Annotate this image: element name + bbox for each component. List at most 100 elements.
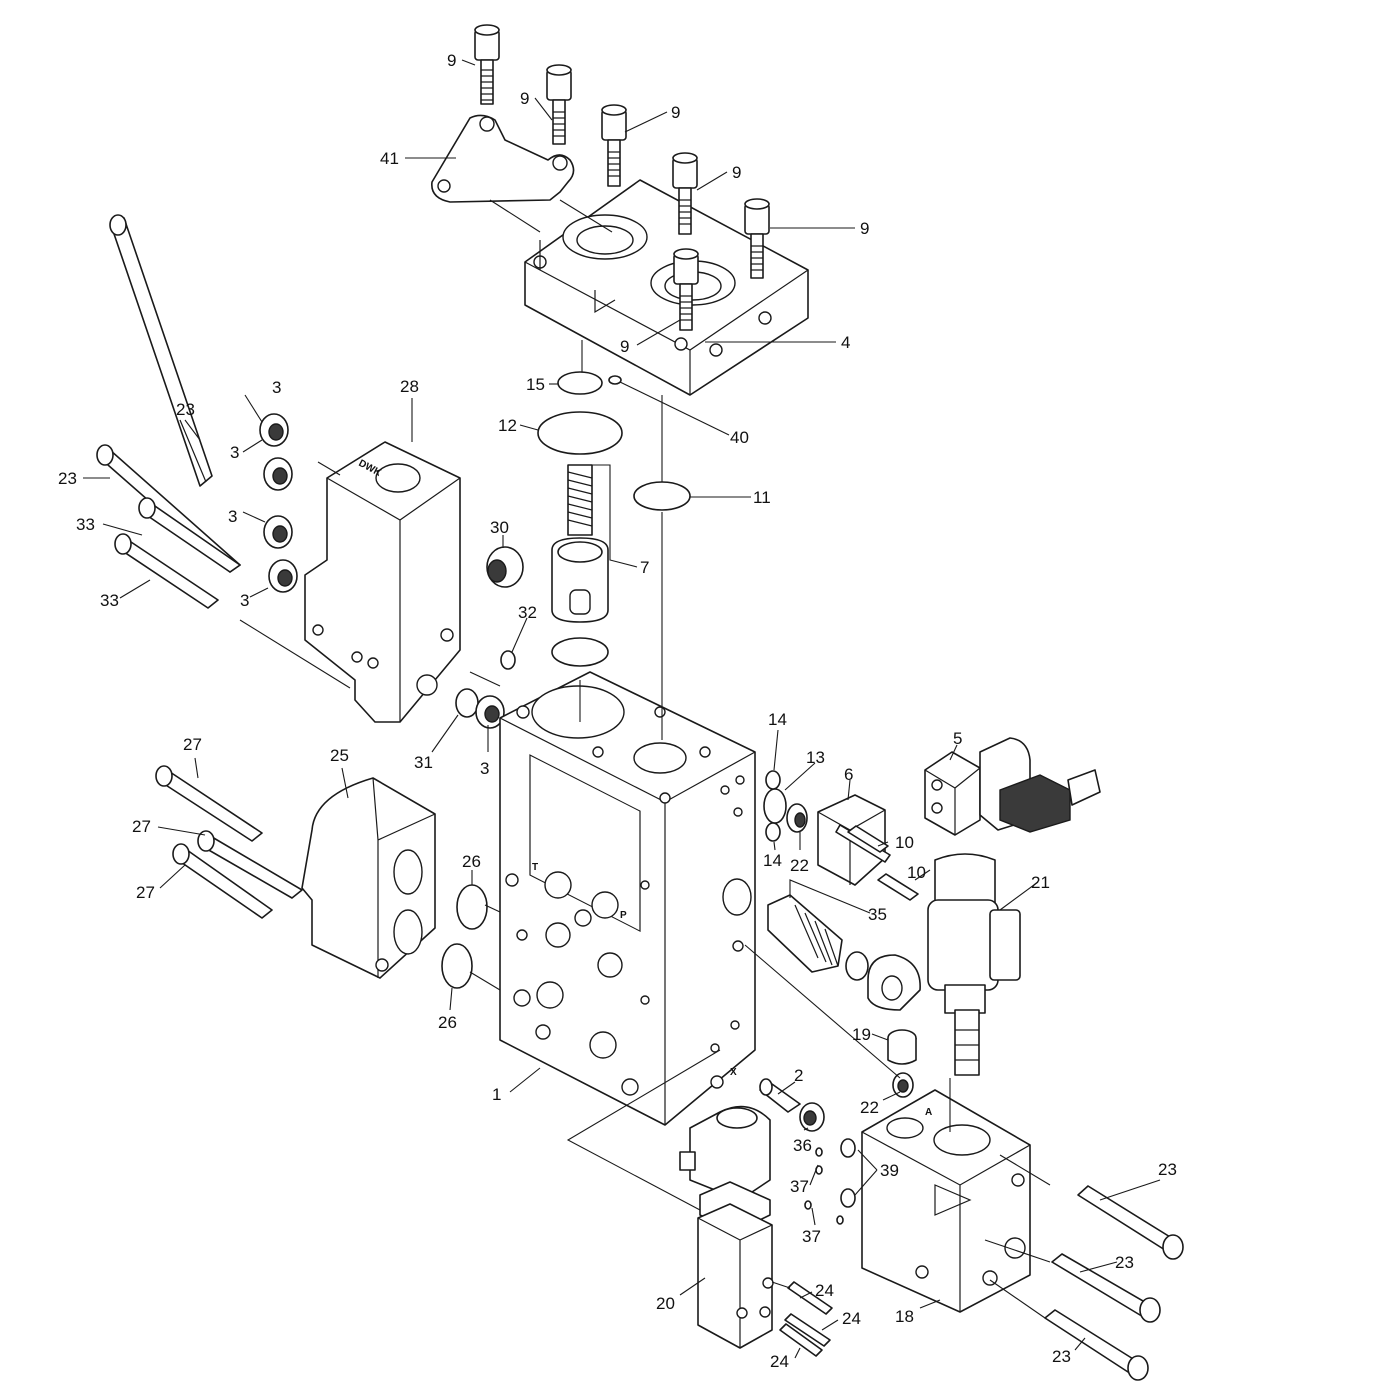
- plug-36: [799, 1102, 825, 1132]
- cartridge-valve-7: [551, 464, 609, 667]
- callout-32: 32: [518, 603, 537, 622]
- screw-24c: [779, 1323, 823, 1357]
- solenoid-valve-5: [924, 737, 1101, 836]
- callout-37b: 37: [802, 1227, 821, 1246]
- sandwich-plate-6: [817, 794, 891, 886]
- callout-35: 35: [868, 905, 887, 924]
- end-cap-25: [301, 777, 436, 979]
- callout-12: 12: [498, 416, 517, 435]
- cover-plate-4: [524, 179, 809, 396]
- callout-14a: 14: [768, 710, 787, 729]
- o-ring-37c: [804, 1200, 812, 1210]
- plug-19: [887, 1029, 917, 1065]
- callout-19: 19: [852, 1025, 871, 1044]
- valve-block-1: T P X: [499, 671, 756, 1126]
- callout-2: 2: [794, 1066, 803, 1085]
- callout-9c: 9: [671, 103, 680, 122]
- callout-27c: 27: [136, 883, 155, 902]
- o-ring-39a: [840, 1138, 856, 1158]
- screw-24b: [784, 1313, 831, 1347]
- callout-6: 6: [844, 765, 853, 784]
- cap-screw-9f: [673, 248, 699, 331]
- bolt-23c: [1077, 1185, 1184, 1260]
- plug-22a: [786, 803, 808, 833]
- callout-39: 39: [880, 1161, 899, 1180]
- callout-14b: 14: [763, 851, 782, 870]
- callout-9d: 9: [732, 163, 741, 182]
- bolt-27b: [197, 830, 303, 899]
- callout-27b: 27: [132, 817, 151, 836]
- bolt-27a: [155, 765, 263, 842]
- o-ring-11: [633, 481, 691, 511]
- callout-24c: 24: [770, 1352, 789, 1371]
- port-p-mark: P: [620, 910, 627, 921]
- callout-9e: 9: [860, 219, 869, 238]
- callout-37a: 37: [790, 1177, 809, 1196]
- callout-28: 28: [400, 377, 419, 396]
- plug-30: [486, 546, 524, 588]
- o-ring-14b: [765, 822, 781, 842]
- cap-screw-9b: [546, 64, 572, 145]
- callout-23b: 23: [58, 469, 77, 488]
- callout-25: 25: [330, 746, 349, 765]
- callout-5: 5: [953, 729, 962, 748]
- callout-22b: 22: [860, 1098, 879, 1117]
- callout-30: 30: [490, 518, 509, 537]
- callout-9a: 9: [447, 51, 456, 70]
- cap-screw-9c: [601, 104, 627, 187]
- bolt-23a: [109, 214, 213, 487]
- callout-11: 11: [753, 488, 771, 507]
- callout-13: 13: [806, 748, 825, 767]
- check-valve-2: [759, 1078, 801, 1113]
- callout-labels: 9 9 9 9 9 9 41 4 15 40 12 11 7 28 3 3 3 …: [58, 51, 1177, 1371]
- callout-26b: 26: [438, 1013, 457, 1032]
- bracket-41: [431, 114, 575, 203]
- callout-36: 36: [793, 1136, 812, 1155]
- o-ring-14a: [765, 770, 781, 790]
- callout-24b: 24: [842, 1309, 861, 1328]
- screw-10b: [877, 873, 919, 901]
- plug-3d: [268, 559, 298, 593]
- callout-4: 4: [841, 333, 850, 352]
- callout-23c: 23: [1158, 1160, 1177, 1179]
- bolt-33b: [114, 533, 219, 609]
- callout-1: 1: [492, 1085, 501, 1104]
- cap-screw-9e: [744, 198, 770, 279]
- cap-screw-9d: [672, 152, 698, 235]
- o-ring-26b: [441, 943, 473, 989]
- o-ring-15: [557, 371, 603, 395]
- callout-40: 40: [730, 428, 749, 447]
- plug-3b: [263, 457, 293, 491]
- port-t-mark: T: [532, 862, 538, 873]
- callout-3e: 3: [480, 759, 489, 778]
- callout-7: 7: [640, 558, 649, 577]
- valve-block-18: A: [861, 1089, 1031, 1313]
- callout-33b: 33: [100, 591, 119, 610]
- screw-24a: [787, 1281, 833, 1315]
- o-ring-13: [763, 788, 787, 824]
- callout-10b: 10: [907, 863, 926, 882]
- port-a-mark: A: [925, 1107, 932, 1118]
- callout-22a: 22: [790, 856, 809, 875]
- o-ring-31: [455, 688, 479, 718]
- o-ring-26a: [456, 884, 488, 930]
- callout-20: 20: [656, 1294, 675, 1313]
- solenoid-body-28: DWK: [304, 441, 461, 723]
- callout-15: 15: [526, 375, 545, 394]
- plug-22b: [892, 1072, 914, 1098]
- bolt-23d: [1051, 1253, 1161, 1323]
- cap-screw-9a: [474, 24, 500, 105]
- o-ring-32: [500, 650, 516, 670]
- callout-41: 41: [380, 149, 399, 168]
- callout-3c: 3: [228, 507, 237, 526]
- callout-3d: 3: [240, 591, 249, 610]
- callout-21: 21: [1031, 873, 1050, 892]
- callout-33a: 33: [76, 515, 95, 534]
- o-ring-39b: [840, 1188, 856, 1208]
- o-ring-12: [537, 411, 623, 455]
- callout-26a: 26: [462, 852, 481, 871]
- callout-9f: 9: [620, 337, 629, 356]
- callout-24a: 24: [815, 1281, 834, 1300]
- o-ring-40: [608, 375, 622, 385]
